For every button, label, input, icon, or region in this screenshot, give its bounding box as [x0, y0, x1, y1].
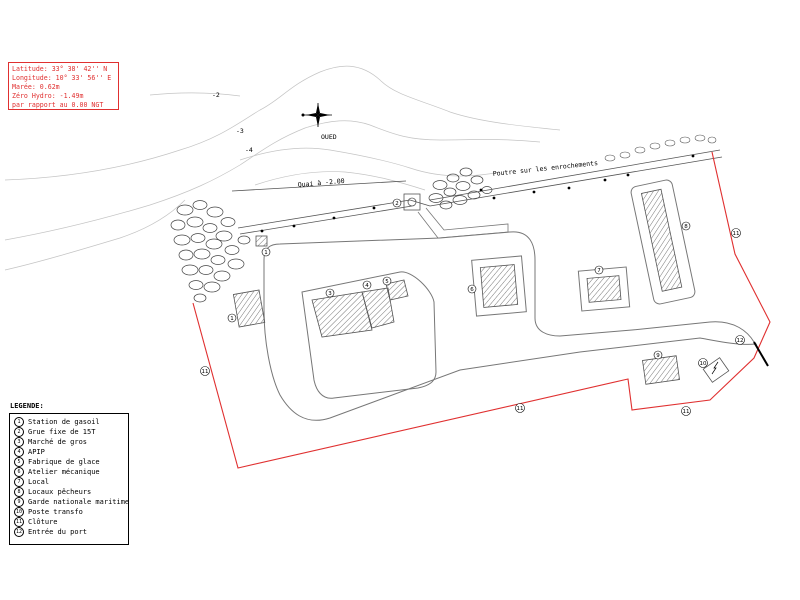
legend-number: 6 [14, 467, 24, 477]
legend-number: 3 [14, 437, 24, 447]
marker-fabrique-glace: 5 [385, 279, 389, 285]
legend-number: 1 [14, 417, 24, 427]
legend-label: Marché de gros [28, 438, 88, 446]
legend-label: Entrée du port [28, 528, 88, 536]
marker-apip: 4 [365, 283, 369, 289]
quay-line [231, 180, 431, 235]
legend-label: Fabrique de glace [28, 458, 100, 466]
legend-number: 7 [14, 477, 24, 487]
marker-cloture-south: 11 [517, 406, 524, 412]
fence [192, 151, 771, 469]
depth-label-3: -3 [236, 127, 244, 135]
latitude-text: Latitude: 33° 38' 42'' N [12, 65, 108, 73]
marker-local: 7 [597, 268, 601, 274]
building-grue-pad [255, 235, 268, 247]
legend-number: 5 [14, 457, 24, 467]
marker-station-gasoil: 1 [264, 250, 268, 256]
bollards [260, 154, 695, 233]
legend-item: 1 Station de gasoil [14, 417, 124, 427]
legend-item: 5 Fabrique de glace [14, 457, 124, 467]
legend-item: 2 Grue fixe de 15T [14, 427, 124, 437]
legend-label: APIP [28, 448, 45, 456]
legend-item: 8 Locaux pêcheurs [14, 487, 124, 497]
legend-item: 7 Local [14, 477, 124, 487]
legend-number: 12 [14, 527, 24, 537]
marker-marche-gros: 3 [328, 291, 332, 297]
inner-road [263, 231, 758, 421]
rock-armour-middle [428, 167, 493, 210]
legend-number: 9 [14, 497, 24, 507]
building-local [577, 266, 631, 312]
contour-lines [4, 65, 561, 271]
rock-armour-right [604, 134, 717, 162]
marker-garde-nationale: 9 [656, 353, 660, 359]
legend-label: Local [28, 478, 50, 486]
breakwater-beam [429, 149, 723, 207]
legend-label: Clôture [28, 518, 58, 526]
legend-label: Poste transfo [28, 508, 83, 516]
reference-text: par rapport au 0.00 NGT [12, 101, 104, 109]
legend-label: Locaux pêcheurs [28, 488, 92, 496]
building-poste-transfo [702, 357, 730, 383]
depth-label-4: -4 [245, 146, 253, 154]
poutre-label: Poutre sur les enrochements [492, 159, 598, 178]
building-garde-nationale [642, 355, 680, 385]
marker-grue: 2 [395, 201, 399, 207]
building-station-gasoil [232, 289, 266, 328]
legend-label: Grue fixe de 15T [28, 428, 96, 436]
legend-number: 8 [14, 487, 24, 497]
legend-item: 12 Entrée du port [14, 527, 124, 537]
oued-label: OUED [321, 133, 337, 141]
legend-item: 10 Poste transfo [14, 507, 124, 517]
quai-label: Quai à -2.00 [297, 177, 345, 189]
marker-poste-transfo: 10 [700, 361, 707, 367]
marker-atelier: 6 [470, 287, 474, 293]
legend-item: 9 Garde nationale maritime [14, 497, 129, 507]
port-entrance [753, 341, 769, 367]
legend-box: 1 Station de gasoil 2 Grue fixe de 15T 3 Ma… [9, 413, 129, 545]
hydro-zero-text: Zéro Hydro: -1.49m [12, 92, 84, 100]
legend-item: 6 Atelier mécanique [14, 467, 124, 477]
building-locaux-pecheurs [630, 179, 696, 305]
marker-cloture-west: 11 [202, 369, 209, 375]
legend-item: 4 APIP [14, 447, 124, 457]
legend-label: Station de gasoil [28, 418, 100, 426]
tide-text: Marée: 0.62m [12, 83, 60, 91]
marker-entree-port: 12 [737, 338, 744, 344]
building-complex-centre [301, 271, 437, 399]
longitude-text: Longitude: 10° 33' 56'' E [12, 74, 112, 82]
legend-label: Atelier mécanique [28, 468, 100, 476]
coordinates-box: Latitude: 33° 38' 42'' N Longitude: 10° … [8, 62, 119, 110]
crane-pad [403, 193, 421, 211]
legend-item: 3 Marché de gros [14, 437, 124, 447]
legend-number: 10 [14, 507, 24, 517]
legend-number: 4 [14, 447, 24, 457]
legend-number: 2 [14, 427, 24, 437]
building-atelier [471, 255, 527, 317]
access-path [417, 207, 509, 239]
north-arrow-icon [301, 103, 332, 127]
legend-title: LEGENDE: [10, 402, 44, 410]
legend-label: Garde nationale maritime [28, 498, 130, 506]
marker-station-gasoil-2: 1 [230, 316, 234, 322]
rock-armour-left [170, 200, 251, 303]
marker-locaux-pecheurs: 8 [684, 224, 688, 230]
marker-cloture-east: 11 [733, 231, 740, 237]
marker-cloture-southeast: 11 [683, 409, 690, 415]
legend-item: 11 Clôture [14, 517, 124, 527]
legend-number: 11 [14, 517, 24, 527]
depth-label-2: -2 [212, 91, 220, 99]
